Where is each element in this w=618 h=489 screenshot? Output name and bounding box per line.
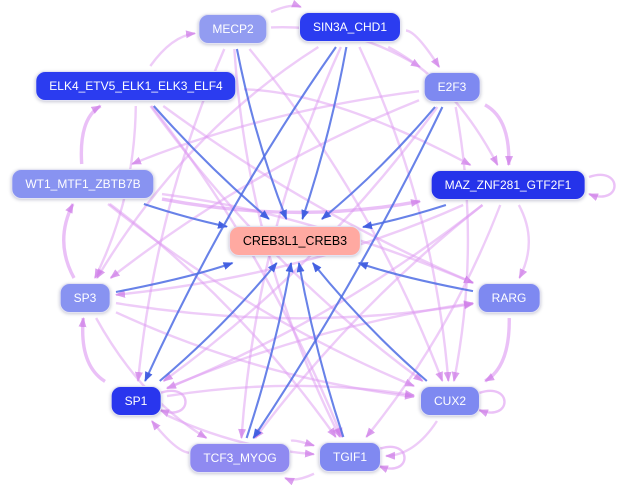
node-RARG[interactable]: RARG [477,283,541,313]
node-MECP2[interactable]: MECP2 [198,14,268,44]
node-label: SP1 [124,394,148,408]
edge-TGIF1-to-TCF3_MYOG [284,472,315,486]
edge-TCF3_MYOG-to-TGIF1 [290,439,315,447]
node-label: CUX2 [433,394,467,408]
node-TGIF1[interactable]: TGIF1 [318,442,382,472]
node-ELK4_ETV5_ELK1_ELK3_ELF4[interactable]: ELK4_ETV5_ELK1_ELK3_ELF4 [35,71,237,101]
edge-SIN3A_CHD1-to-CUX2 [358,46,452,382]
edge-SIN3A_CHD1-to-E2F3 [405,29,441,68]
edge-SP1-to-SP3 [78,317,106,383]
edge-SP1-to-CUX2 [166,384,415,398]
edge-SP3-to-WT1_MTF1_ZBTB7B [62,203,76,279]
node-SP3[interactable]: SP3 [59,283,111,313]
edge-ELK4_ETV5_ELK1_ELK3_ELF4-to-TGIF1 [150,105,344,438]
node-label: E2F3 [437,80,467,94]
edge-SP3-to-CREB3L1_CREB3 [115,262,234,294]
edge-MECP2-to-SIN3A_CHD1 [270,0,302,14]
node-label: TCF3_MYOG [203,451,277,465]
edge-MECP2-to-CREB3L1_CREB3 [235,48,288,220]
node-label: SIN3A_CHD1 [312,20,388,34]
node-SIN3A_CHD1[interactable]: SIN3A_CHD1 [298,12,402,42]
edge-E2F3-to-WT1_MTF1_ZBTB7B [131,90,420,166]
node-label: WT1_MTF1_ZBTB7B [25,177,141,191]
node-label: RARG [491,291,527,305]
self-loop-CUX2 [478,389,506,417]
edge-ELK4_ETV5_ELK1_ELK3_ELF4-to-MECP2 [149,30,196,67]
edge-SIN3A_CHD1-to-SP3 [95,45,319,279]
node-WT1_MTF1_ZBTB7B[interactable]: WT1_MTF1_ZBTB7B [11,169,155,199]
edge-E2F3-to-SP3 [109,99,420,279]
hub-target-edges [115,46,474,439]
edge-CUX2-to-TGIF1 [385,420,438,460]
edge-MAZ_ZNF281_GTF2F1-to-CREB3L1_CREB3 [362,204,447,230]
edge-SP1-to-TGIF1 [166,414,315,458]
edge-SIN3A_CHD1-to-CREB3L1_CREB3 [301,46,348,220]
edge-CUX2-to-CREB3L1_CREB3 [311,262,428,382]
edge-ELK4_ETV5_ELK1_ELK3_ELF4-to-CREB3L1_CREB3 [152,105,270,220]
node-label: MECP2 [212,22,254,36]
edge-SIN3A_CHD1-to-SP1 [144,46,337,382]
edge-SP3-to-RARG [115,301,474,320]
edge-E2F3-to-CREB3L1_CREB3 [321,106,436,220]
edge-SP1-to-CREB3L1_CREB3 [159,262,278,382]
edge-MECP2-to-CUX2 [248,48,444,382]
edge-TCF3_MYOG-to-CREB3L1_CREB3 [245,262,294,439]
node-label: CREB3L1_CREB3 [242,234,348,248]
node-label: SP3 [73,291,97,305]
edge-MAZ_ZNF281_GTF2F1-to-TCF3_MYOG [254,204,484,439]
edge-E2F3-to-TCF3_MYOG [252,106,444,439]
edge-MAZ_ZNF281_GTF2F1-to-TGIF1 [365,204,502,438]
edge-WT1_MTF1_ZBTB7B-to-RARG [161,192,474,285]
edge-SP3-to-CUX2 [115,311,415,400]
edge-ELK4_ETV5_ELK1_ELK3_ELF4-to-RARG [162,105,474,284]
node-CUX2[interactable]: CUX2 [419,386,481,416]
self-loop-MAZ_ZNF281_GTF2F1 [588,173,616,201]
node-label: ELK4_ETV5_ELK1_ELK3_ELF4 [49,79,223,93]
self-loop-SP1 [159,389,187,417]
edge-TGIF1-to-CREB3L1_CREB3 [296,262,345,438]
node-label: TGIF1 [332,450,368,464]
edge-WT1_MTF1_ZBTB7B-to-ELK4_ETV5_ELK1_ELK3_ELF4 [79,104,102,165]
self-loop-TGIF1 [378,445,406,473]
edge-RARG-to-CUX2 [484,317,511,383]
edge-WT1_MTF1_ZBTB7B-to-MAZ_ZNF281_GTF2F1 [161,197,421,215]
node-label: MAZ_ZNF281_GTF2F1 [444,178,572,192]
edge-E2F3-to-SP1 [162,106,439,382]
node-MAZ_ZNF281_GTF2F1[interactable]: MAZ_ZNF281_GTF2F1 [430,170,586,200]
edge-WT1_MTF1_ZBTB7B-to-CREB3L1_CREB3 [143,203,228,229]
edge-RARG-to-CREB3L1_CREB3 [357,262,474,293]
edge-TCF3_MYOG-to-SP1 [150,420,190,454]
node-SP1[interactable]: SP1 [110,386,162,416]
node-CREB3L1_CREB3[interactable]: CREB3L1_CREB3 [228,226,362,256]
node-TCF3_MYOG[interactable]: TCF3_MYOG [189,443,291,473]
node-E2F3[interactable]: E2F3 [423,72,481,102]
edge-E2F3-to-MAZ_ZNF281_GTF2F1 [484,103,514,166]
edge-WT1_MTF1_ZBTB7B-to-TGIF1 [109,203,337,438]
edge-MAZ_ZNF281_GTF2F1-to-RARG [517,204,530,279]
edge-ELK4_ETV5_ELK1_ELK3_ELF4-to-MAZ_ZNF281_GTF2F1 [243,88,472,167]
edge-E2F3-to-CUX2 [451,106,470,382]
